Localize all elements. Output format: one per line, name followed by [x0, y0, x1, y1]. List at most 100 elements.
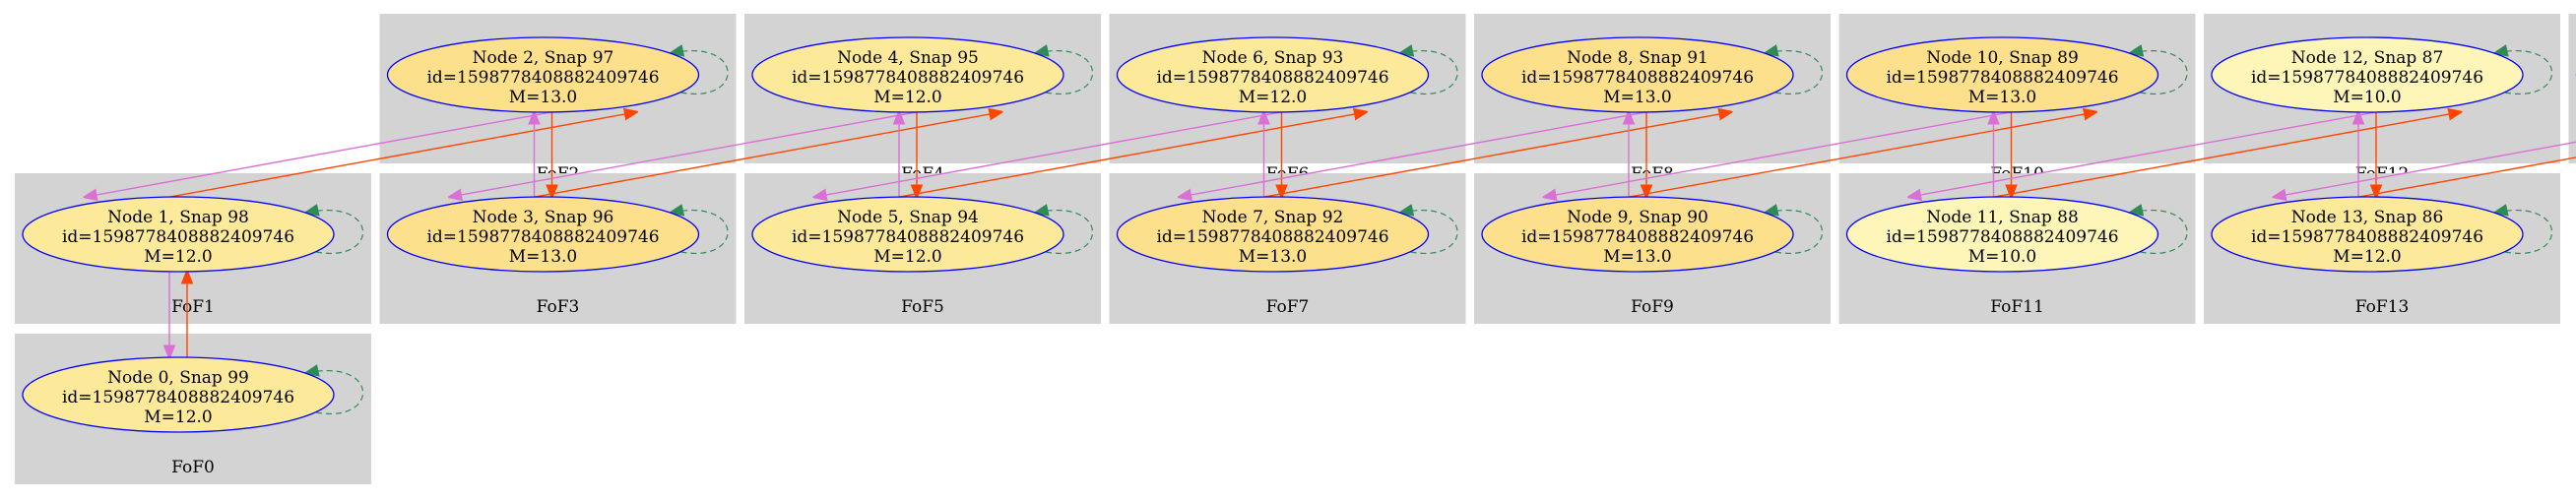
- node-label-line2: id=1598778408882409746: [1156, 227, 1388, 247]
- node-label-line2: id=1598778408882409746: [1521, 227, 1754, 247]
- self-loop-edge: [672, 211, 729, 254]
- self-loop-edge: [1036, 51, 1094, 94]
- self-loop-edge: [2131, 211, 2188, 254]
- node-12: Node 12, Snap 87id=1598778408882409746M=…: [2211, 36, 2524, 113]
- edge-12-to-11: [1909, 95, 2462, 197]
- node-label-line1: Node 3, Snap 96: [473, 208, 614, 227]
- node-label-line3: M=12.0: [873, 247, 942, 267]
- node-label-line3: M=12.0: [144, 247, 213, 267]
- node-label-line1: Node 1, Snap 98: [107, 208, 249, 227]
- node-11: Node 11, Snap 88id=1598778408882409746M=…: [1845, 196, 2159, 273]
- cluster-label: FoF5: [901, 297, 944, 317]
- node-label-line3: M=13.0: [1239, 247, 1308, 267]
- node-label-line1: Node 13, Snap 86: [2291, 208, 2444, 227]
- node-9: Node 9, Snap 90id=1598778408882409746M=1…: [1481, 196, 1794, 273]
- node-ellipse: [751, 36, 1064, 113]
- node-1: Node 1, Snap 98id=1598778408882409746M=1…: [22, 196, 335, 273]
- node-label-line3: M=13.0: [509, 88, 578, 107]
- cluster-label: FoF7: [1266, 297, 1310, 317]
- node-ellipse: [1116, 196, 1430, 273]
- node-label-line2: id=1598778408882409746: [426, 68, 659, 88]
- node-2: Node 2, Snap 97id=1598778408882409746M=1…: [386, 36, 700, 113]
- node-13: Node 13, Snap 86id=1598778408882409746M=…: [2211, 196, 2524, 273]
- node-ellipse: [22, 196, 335, 273]
- edge-3-to-4: [449, 112, 1002, 214]
- node-ellipse: [2211, 196, 2524, 273]
- node-label-line3: M=10.0: [2333, 88, 2402, 107]
- node-ellipse: [22, 356, 335, 433]
- node-label-line1: Node 4, Snap 95: [837, 48, 979, 68]
- self-loop-edge: [2495, 211, 2553, 254]
- self-loop-edge: [2495, 51, 2553, 94]
- edge-1-to-2: [84, 112, 637, 214]
- node-label-line3: M=12.0: [144, 407, 213, 427]
- node-label-line3: M=13.0: [1603, 88, 1672, 107]
- edge-4-to-3: [450, 95, 1002, 197]
- edge-6-to-5: [814, 95, 1367, 197]
- node-label-line2: id=1598778408882409746: [62, 388, 294, 407]
- node-ellipse: [1116, 36, 1430, 113]
- node-label-line3: M=13.0: [1968, 88, 2037, 107]
- node-label-line3: M=10.0: [1968, 247, 2037, 267]
- node-label-line2: id=1598778408882409746: [1521, 68, 1754, 88]
- edge-13-to-14: [2273, 157, 2576, 214]
- node-label-line2: id=1598778408882409746: [1156, 68, 1388, 88]
- cluster-fof14: FoF14: [2568, 14, 2576, 163]
- node-0: Node 0, Snap 99id=1598778408882409746M=1…: [22, 356, 335, 433]
- node-ellipse: [1481, 36, 1794, 113]
- node-layer: Node 0, Snap 99id=1598778408882409746M=1…: [22, 36, 2576, 433]
- self-loop-edge: [1766, 51, 1824, 94]
- self-loop-edge: [1401, 51, 1458, 94]
- cluster-label: FoF1: [171, 297, 215, 317]
- edge-5-to-6: [813, 112, 1367, 214]
- node-label-line1: Node 11, Snap 88: [1926, 208, 2079, 227]
- node-4: Node 4, Snap 95id=1598778408882409746M=1…: [751, 36, 1064, 113]
- node-label-line2: id=1598778408882409746: [792, 227, 1024, 247]
- cluster-box: [2568, 14, 2576, 163]
- node-label-line3: M=12.0: [873, 88, 942, 107]
- node-label-line2: id=1598778408882409746: [1886, 68, 2118, 88]
- node-label-line1: Node 10, Snap 89: [1926, 48, 2079, 68]
- node-5: Node 5, Snap 94id=1598778408882409746M=1…: [751, 196, 1064, 273]
- cluster-label: FoF13: [2355, 297, 2410, 317]
- node-label-line1: Node 6, Snap 93: [1202, 48, 1344, 68]
- node-label-line1: Node 8, Snap 91: [1567, 48, 1708, 68]
- cluster-label: FoF11: [1990, 297, 2044, 317]
- node-label-line3: M=12.0: [2333, 247, 2402, 267]
- node-label-line3: M=13.0: [1603, 247, 1672, 267]
- node-ellipse: [2211, 36, 2524, 113]
- self-loop-edge: [2131, 51, 2188, 94]
- node-7: Node 7, Snap 92id=1598778408882409746M=1…: [1116, 196, 1430, 273]
- node-label-line1: Node 5, Snap 94: [837, 208, 979, 227]
- node-3: Node 3, Snap 96id=1598778408882409746M=1…: [386, 196, 700, 273]
- self-loop-edge: [306, 211, 364, 254]
- node-ellipse: [386, 36, 700, 113]
- edge-10-to-9: [1544, 95, 2096, 197]
- node-label-line2: id=1598778408882409746: [2251, 68, 2483, 88]
- cluster-label: FoF9: [1631, 297, 1674, 317]
- edge-11-to-12: [1908, 112, 2462, 214]
- node-8: Node 8, Snap 91id=1598778408882409746M=1…: [1481, 36, 1794, 113]
- edge-9-to-10: [1543, 112, 2096, 214]
- self-loop-edge: [306, 371, 364, 414]
- edge-8-to-7: [1180, 95, 1732, 197]
- edge-2-to-1: [85, 95, 637, 197]
- cluster-label: FoF3: [537, 297, 580, 317]
- node-label-line2: id=1598778408882409746: [62, 227, 294, 247]
- node-6: Node 6, Snap 93id=1598778408882409746M=1…: [1116, 36, 1430, 113]
- node-label-line1: Node 0, Snap 99: [107, 368, 249, 388]
- node-ellipse: [386, 196, 700, 273]
- node-label-line2: id=1598778408882409746: [426, 227, 659, 247]
- node-ellipse: [1845, 196, 2159, 273]
- edge-7-to-8: [1179, 112, 1732, 214]
- self-loop-edge: [1401, 211, 1458, 254]
- node-label-line3: M=13.0: [509, 247, 578, 267]
- node-label-line1: Node 2, Snap 97: [473, 48, 614, 68]
- edge-layer: [85, 51, 2576, 414]
- node-ellipse: [751, 196, 1064, 273]
- self-loop-edge: [1036, 211, 1094, 254]
- self-loop-edge: [1766, 211, 1824, 254]
- node-label-line1: Node 9, Snap 90: [1567, 208, 1708, 227]
- node-ellipse: [1845, 36, 2159, 113]
